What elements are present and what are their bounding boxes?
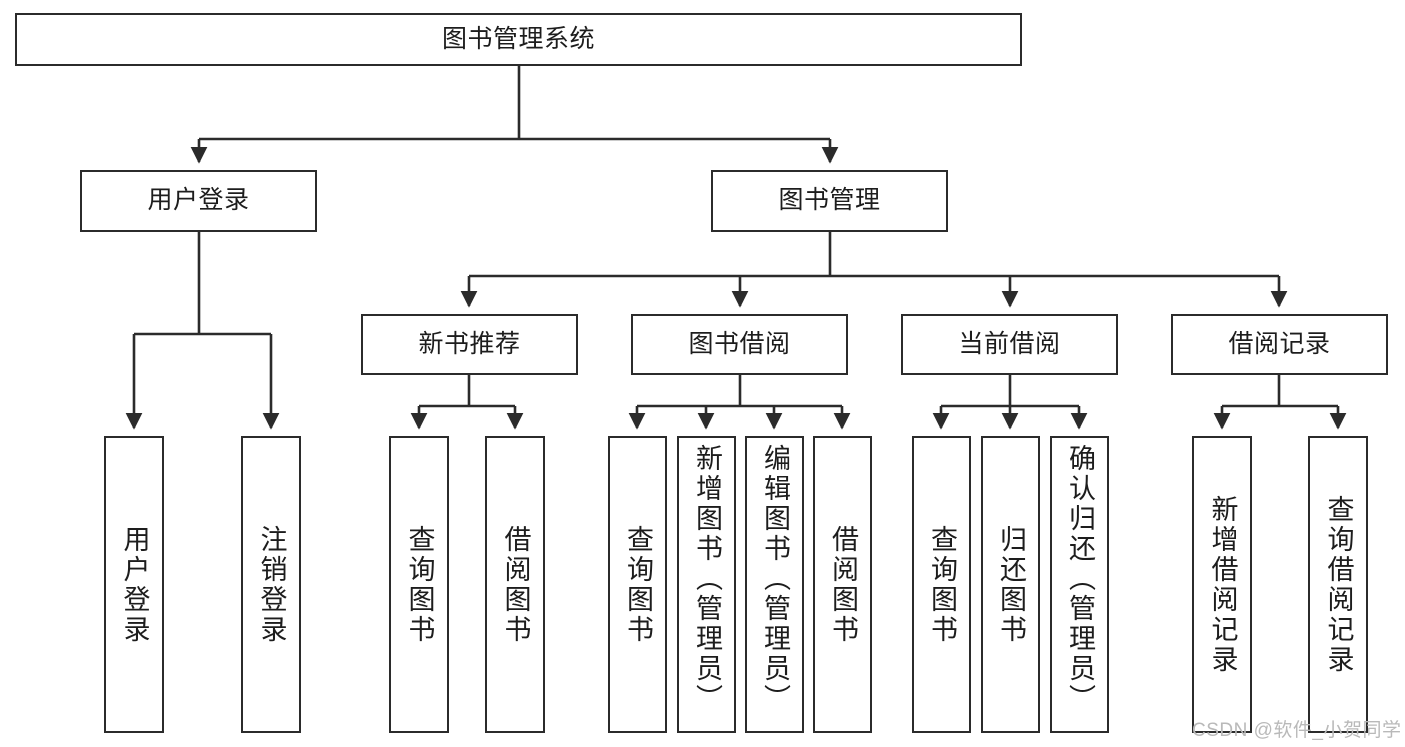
- leaf-query-borrow-record[interactable]: 查询借阅记录: [1308, 436, 1368, 733]
- node-label: 借阅记录: [1228, 329, 1331, 358]
- node-label: 图书管理系统: [441, 24, 595, 53]
- node-label: 用户登录: [119, 524, 150, 645]
- node-book-management[interactable]: 图书管理: [711, 170, 948, 232]
- node-label: 新书推荐: [418, 329, 521, 358]
- leaf-borrow-book-recommend[interactable]: 借阅图书: [485, 436, 545, 733]
- leaf-query-book-current[interactable]: 查询图书: [912, 436, 971, 733]
- node-label: 新增借阅记录: [1207, 494, 1238, 675]
- node-label: 借阅图书: [500, 524, 531, 645]
- node-current-borrow[interactable]: 当前借阅: [901, 314, 1118, 375]
- leaf-return-book[interactable]: 归还图书: [981, 436, 1040, 733]
- leaf-confirm-return-admin[interactable]: 确认归还（管理员）: [1050, 436, 1109, 733]
- node-label: 编辑图书（管理员）: [760, 444, 790, 714]
- node-label: 借阅图书: [828, 524, 858, 645]
- node-label: 查询图书: [927, 524, 957, 645]
- node-label: 确认归还（管理员）: [1065, 444, 1095, 714]
- node-book-borrow[interactable]: 图书借阅: [631, 314, 848, 375]
- leaf-user-login[interactable]: 用户登录: [104, 436, 164, 733]
- node-label: 查询借阅记录: [1323, 494, 1354, 675]
- leaf-add-borrow-record[interactable]: 新增借阅记录: [1192, 436, 1252, 733]
- leaf-borrow-book[interactable]: 借阅图书: [813, 436, 872, 733]
- node-label: 归还图书: [996, 524, 1026, 645]
- node-label: 查询图书: [623, 524, 653, 645]
- leaf-user-logout[interactable]: 注销登录: [241, 436, 301, 733]
- leaf-query-book-borrow[interactable]: 查询图书: [608, 436, 667, 733]
- node-label: 查询图书: [404, 524, 435, 645]
- node-borrow-record[interactable]: 借阅记录: [1171, 314, 1388, 375]
- node-label: 图书借阅: [688, 329, 791, 358]
- node-user-login[interactable]: 用户登录: [80, 170, 317, 232]
- leaf-add-book-admin[interactable]: 新增图书（管理员）: [677, 436, 736, 733]
- node-new-book-recommend[interactable]: 新书推荐: [361, 314, 578, 375]
- node-label: 用户登录: [147, 186, 250, 215]
- leaf-edit-book-admin[interactable]: 编辑图书（管理员）: [745, 436, 804, 733]
- watermark-text: CSDN @软件_小贺同学: [1192, 720, 1402, 741]
- node-label: 图书管理: [778, 186, 881, 215]
- node-label: 新增图书（管理员）: [692, 444, 722, 714]
- node-label: 注销登录: [256, 524, 287, 645]
- node-label: 当前借阅: [958, 329, 1061, 358]
- node-root[interactable]: 图书管理系统: [15, 13, 1022, 66]
- leaf-query-book-recommend[interactable]: 查询图书: [389, 436, 449, 733]
